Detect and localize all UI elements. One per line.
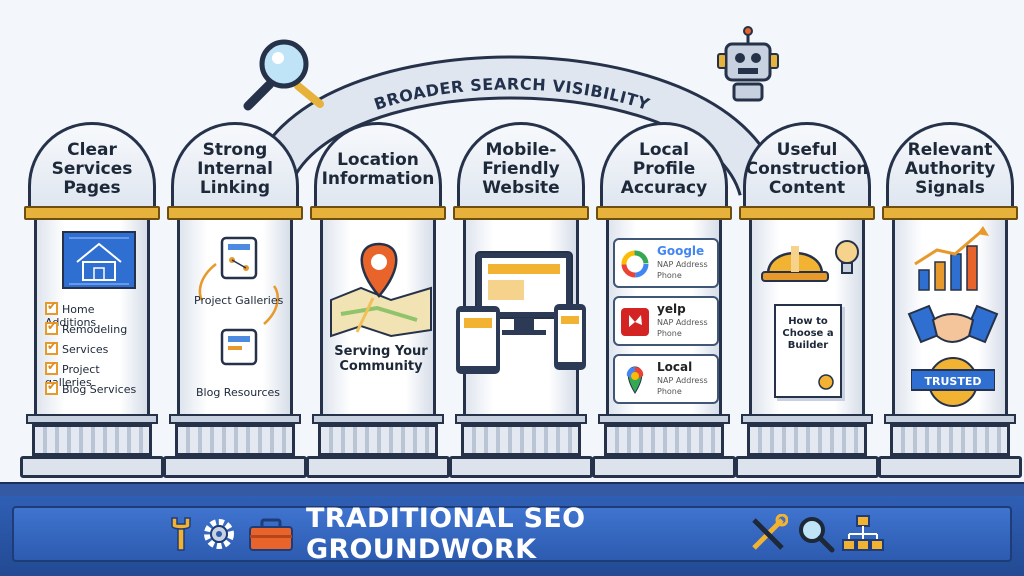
pillar-plinth <box>20 456 164 478</box>
pillar-dome: Location Information <box>314 122 442 208</box>
service-item: Services <box>45 339 108 356</box>
pillar-base-ring <box>455 414 587 424</box>
profile-card-local: Local NAP Address Phone <box>613 354 719 404</box>
pillar-local-profile-accuracy: Local Profile Accuracy Google NAP Addres… <box>592 122 736 482</box>
magnifier-icon <box>243 39 324 111</box>
pillar-useful-construction-content: Useful Construction Content How to Choos… <box>735 122 879 482</box>
pillar-base <box>747 424 867 456</box>
pillar-dome: Useful Construction Content <box>743 122 871 208</box>
pillar-base <box>175 424 295 456</box>
pillar-title: Relevant Authority Signals <box>904 140 996 198</box>
tools-icon <box>752 514 788 550</box>
pillar-base <box>318 424 438 456</box>
pillar-dome: Local Profile Accuracy <box>600 122 728 208</box>
checkbox-icon <box>45 299 58 315</box>
pillar-plinth <box>306 456 450 478</box>
link-label: Blog Resources <box>196 386 280 399</box>
pillar-plinth <box>735 456 879 478</box>
pillar-dome: Mobile-Friendly Website <box>457 122 585 208</box>
blueprint-house-icon <box>62 231 136 289</box>
pillar-title: Strong Internal Linking <box>197 140 273 198</box>
lightbulb-icon <box>835 240 859 274</box>
pillar-relevant-authority-signals: Relevant Authority Signals TRUSTED <box>878 122 1022 482</box>
pillar-base <box>32 424 152 456</box>
pillar-base <box>461 424 581 456</box>
pillar-base-ring <box>741 414 873 424</box>
profile-card-google: Google NAP Address Phone <box>613 238 719 288</box>
pillar-title: Local Profile Accuracy <box>620 140 708 198</box>
pillar-mobile-friendly-website: Mobile-Friendly Website <box>449 122 593 482</box>
checkbox-icon <box>45 359 58 375</box>
pillar-plinth <box>449 456 593 478</box>
robot-icon <box>717 26 779 102</box>
trusted-badge-icon: TRUSTED <box>911 357 995 407</box>
pillar-plinth <box>878 456 1022 478</box>
pillar-base-ring <box>169 414 301 424</box>
guide-title: How to Choose a Builder <box>782 316 834 351</box>
pillar-shaft: How to Choose a Builder <box>749 220 865 414</box>
pillar-location-information: Location Information Serving Your Commun… <box>306 122 450 482</box>
search-icon <box>799 517 835 553</box>
pillar-title: Clear Services Pages <box>51 140 133 198</box>
yelp-logo-icon <box>621 308 649 336</box>
pillar-capital <box>453 206 589 220</box>
pillar-shaft <box>456 220 586 414</box>
checkbox-icon <box>45 319 58 335</box>
hard-hat-icon <box>761 246 829 282</box>
sitemap-icon <box>842 515 884 551</box>
maps-pin-logo-icon <box>626 366 644 394</box>
pillar-title: Mobile-Friendly Website <box>482 140 560 198</box>
pillar-capital <box>596 206 732 220</box>
checkbox-icon <box>45 339 58 355</box>
gear-icon <box>204 519 234 549</box>
pillar-base-ring <box>598 414 730 424</box>
handshake-icon <box>907 304 999 344</box>
pillar-shaft: Home Additions Remodeling Services Proje… <box>34 220 150 414</box>
pillar-title: Location Information <box>321 149 435 189</box>
pillar-base-ring <box>26 414 158 424</box>
map-pin-icon <box>330 242 432 338</box>
pillar-plinth <box>163 456 307 478</box>
pillar-dome: Clear Services Pages <box>28 122 156 208</box>
pillar-capital <box>310 206 446 220</box>
checkbox-icon <box>45 379 58 395</box>
pillar-clear-services-pages: Clear Services Pages Home Additions Remo… <box>20 122 164 482</box>
badge-text: TRUSTED <box>925 375 982 388</box>
pillar-dome: Relevant Authority Signals <box>886 122 1014 208</box>
pillar-base <box>890 424 1010 456</box>
growth-chart-icon <box>914 226 989 291</box>
toolbox-icon <box>249 518 293 551</box>
pillar-dome: Strong Internal Linking <box>171 122 299 208</box>
link-label: Project Galleries <box>194 294 284 307</box>
banner-title: TRADITIONAL SEO GROUNDWORK <box>306 503 586 565</box>
pillar-capital <box>167 206 303 220</box>
pillar-shaft: Project Galleries Blog Resources <box>177 220 293 414</box>
location-caption: Serving Your Community <box>334 344 428 374</box>
pillar-capital <box>24 206 160 220</box>
pillar-strong-internal-linking: Strong Internal Linking Project Gallerie… <box>163 122 307 482</box>
service-item: Remodeling <box>45 319 127 336</box>
guide-document: How to Choose a Builder <box>774 304 842 398</box>
pillar-title: Useful Construction Content <box>745 140 869 198</box>
profile-card-yelp: yelp NAP Address Phone <box>613 296 719 346</box>
pillar-shaft: TRUSTED <box>892 220 1008 414</box>
pillar-base <box>604 424 724 456</box>
stage-top <box>0 482 1024 498</box>
service-item: Blog Services <box>45 379 136 396</box>
link-node-icon <box>198 236 279 366</box>
seal-icon <box>818 374 834 390</box>
visibility-arch: BROADER SEARCH VISIBILITY <box>246 55 782 198</box>
pillar-base-ring <box>312 414 444 424</box>
pillar-capital <box>739 206 875 220</box>
devices-icon <box>456 251 586 374</box>
wrench-icon <box>171 517 191 551</box>
pillar-shaft: Google NAP Address Phone yelp NAP Addres… <box>606 220 722 414</box>
pillar-base-ring <box>884 414 1016 424</box>
pillar-plinth <box>592 456 736 478</box>
pillar-shaft: Serving Your Community <box>320 220 436 414</box>
pillar-capital <box>882 206 1018 220</box>
google-logo-icon <box>621 250 649 278</box>
